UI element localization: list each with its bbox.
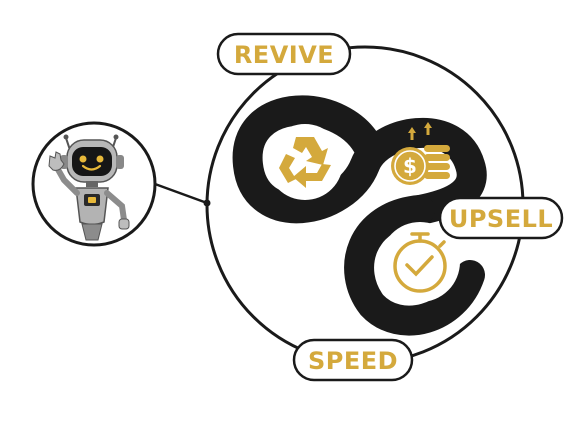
recycle-icon (267, 124, 343, 200)
connector-line (154, 182, 208, 205)
revive-label: REVIVE (234, 41, 334, 69)
robot-avatar (31, 121, 157, 247)
speed-pill: SPEED (292, 338, 414, 382)
upsell-pill: UPSELL (438, 196, 564, 240)
speed-label: SPEED (308, 347, 398, 375)
s-curve-band (232, 95, 487, 336)
upsell-label: UPSELL (449, 205, 553, 233)
svg-text:$: $ (403, 154, 417, 178)
stopwatch-check-icon (380, 222, 460, 302)
robot-mascot-icon (48, 134, 130, 241)
revive-pill: REVIVE (216, 32, 352, 76)
coin-stack-icon: $ (391, 122, 450, 185)
